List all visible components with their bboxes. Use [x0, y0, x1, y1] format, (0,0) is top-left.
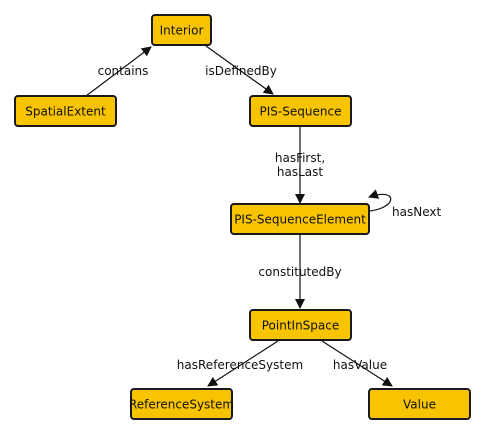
edge-label-is-defined-by: isDefinedBy: [205, 64, 277, 78]
node-spatial-extent[interactable]: SpatialExtent: [14, 95, 117, 127]
edge-has-next: [368, 189, 392, 212]
node-interior[interactable]: Interior: [151, 14, 212, 46]
node-pis-sequence[interactable]: PIS-Sequence: [249, 95, 352, 127]
node-label-interior: Interior: [160, 24, 204, 38]
edge-label-has-value: hasValue: [333, 358, 387, 372]
node-reference-system[interactable]: ReferenceSystem: [129, 388, 234, 420]
edge-label-has-last: hasLast: [277, 165, 324, 179]
edge-label-constituted-by: constitutedBy: [258, 265, 341, 279]
edge-label-contains: contains: [98, 64, 149, 78]
edge-label-has-reference-system: hasReferenceSystem: [177, 358, 303, 372]
edge-has-value: [321, 340, 393, 387]
node-label-point-in-space: PointInSpace: [262, 319, 340, 333]
edges: [85, 45, 393, 387]
node-label-spatial-extent: SpatialExtent: [25, 105, 106, 119]
node-label-reference-system: ReferenceSystem: [129, 398, 234, 412]
node-label-pis-sequence: PIS-Sequence: [260, 105, 342, 119]
node-value[interactable]: Value: [368, 388, 471, 420]
node-point-in-space[interactable]: PointInSpace: [249, 309, 352, 341]
node-label-pis-sequence-element: PIS-SequenceElement: [234, 213, 366, 227]
edge-labels: contains isDefinedBy hasFirst, hasLast h…: [98, 64, 442, 372]
edge-label-has-first: hasFirst,: [275, 151, 325, 165]
node-label-value: Value: [403, 398, 436, 412]
node-pis-sequence-element[interactable]: PIS-SequenceElement: [230, 203, 370, 235]
edge-contains: [85, 46, 152, 97]
edge-has-reference-system: [207, 340, 279, 387]
edge-label-has-next: hasNext: [392, 205, 441, 219]
edge-is-defined-by: [205, 45, 274, 95]
